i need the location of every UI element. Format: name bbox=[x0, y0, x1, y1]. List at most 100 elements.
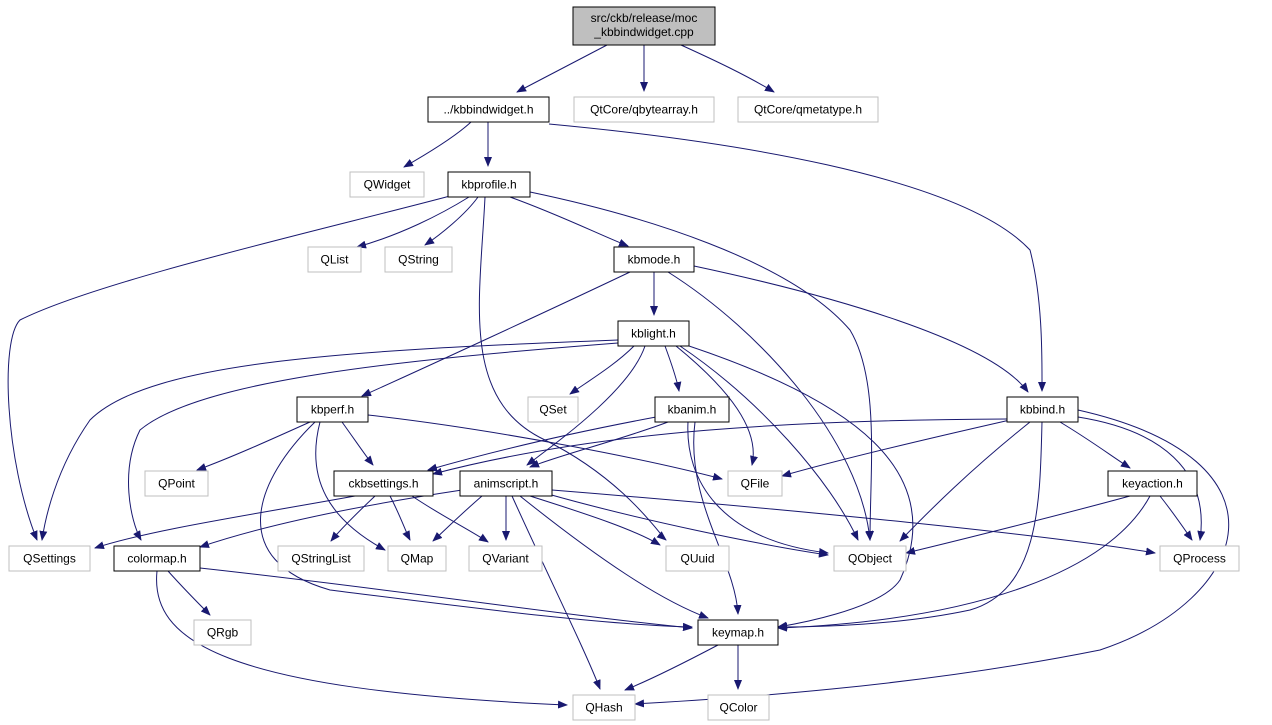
node-box-qvariant bbox=[468, 545, 543, 572]
edge-kbanim-to-animscript bbox=[529, 421, 669, 468]
node-label-qpoint: QPoint bbox=[158, 477, 195, 491]
node-box-root bbox=[572, 6, 716, 46]
edge-kbmode-to-kbbind bbox=[693, 265, 1029, 393]
edge-ckbsettings-to-qvariant bbox=[411, 495, 489, 543]
node-box-kbprofile bbox=[447, 171, 531, 198]
edge-kbperf-to-qfile bbox=[367, 414, 723, 481]
edge-animscript-to-qprocess bbox=[551, 489, 1156, 556]
edge-kblight-to-qsettings bbox=[39, 339, 619, 541]
edge-animscript-to-colormap bbox=[199, 489, 463, 548]
edges-layer bbox=[7, 44, 1229, 709]
edge-keyaction-to-qobject bbox=[905, 495, 1131, 555]
edge-colormap-to-qhash bbox=[156, 570, 568, 709]
edge-animscript-to-keymap bbox=[519, 495, 709, 619]
edge-colormap-to-qrgb bbox=[167, 570, 211, 616]
edge-kbbind-to-qprocess bbox=[1077, 416, 1206, 541]
node-label-qsettings: QSettings bbox=[23, 552, 76, 566]
edge-ckbsettings-to-qsettings bbox=[94, 495, 356, 550]
node-kbprofile[interactable]: kbprofile.h bbox=[447, 171, 531, 198]
node-label-root-line-1: src/ckb/release/moc bbox=[591, 11, 698, 25]
node-label-qmap: QMap bbox=[401, 552, 434, 566]
node-qcolor: QColor bbox=[707, 694, 770, 721]
node-box-animscript bbox=[459, 470, 553, 497]
edge-kblight-to-keymap bbox=[688, 345, 914, 630]
edge-animscript-to-qmap bbox=[432, 495, 483, 542]
edge-kbprofile-to-qlist bbox=[356, 196, 470, 249]
node-box-kblight bbox=[617, 320, 690, 347]
edge-kbperf-to-qmap bbox=[315, 421, 386, 551]
node-label-qrgb: QRgb bbox=[207, 626, 239, 640]
node-label-qwidget: QWidget bbox=[364, 178, 411, 192]
node-qmap: QMap bbox=[387, 545, 447, 572]
node-qvariant: QVariant bbox=[468, 545, 543, 572]
edge-kbanim-to-keymap bbox=[693, 421, 742, 615]
node-label-animscript: animscript.h bbox=[474, 477, 539, 491]
node-keyaction[interactable]: keyaction.h bbox=[1107, 470, 1198, 497]
node-qhash: QHash bbox=[572, 694, 636, 721]
node-box-qhash bbox=[572, 694, 636, 721]
node-box-qset bbox=[527, 396, 579, 423]
edge-animscript-to-qhash bbox=[511, 495, 601, 690]
edge-root-to-qmetatype bbox=[680, 44, 775, 93]
node-kbbindwidget[interactable]: ../kbbindwidget.h bbox=[427, 96, 550, 123]
node-label-ckbsettings: ckbsettings.h bbox=[348, 477, 418, 491]
edge-kbbind-to-qfile bbox=[781, 419, 1011, 478]
node-box-qsettings bbox=[8, 545, 91, 572]
edge-keyaction-to-keymap bbox=[777, 495, 1151, 632]
node-qstringlist: QStringList bbox=[277, 545, 365, 572]
edge-kbbindwidget-to-kbbind bbox=[548, 123, 1047, 392]
node-box-ckbsettings bbox=[333, 470, 434, 497]
edge-kbperf-to-ckbsettings bbox=[341, 421, 374, 466]
node-ckbsettings[interactable]: ckbsettings.h bbox=[333, 470, 434, 497]
node-kbanim[interactable]: kbanim.h bbox=[654, 396, 730, 423]
node-label-qlist: QList bbox=[320, 253, 349, 267]
node-qprocess: QProcess bbox=[1159, 545, 1240, 572]
edge-kbmode-to-kbperf bbox=[361, 271, 631, 397]
node-label-qstring: QString bbox=[398, 253, 439, 267]
node-animscript[interactable]: animscript.h bbox=[459, 470, 553, 497]
node-label-qstringlist: QStringList bbox=[291, 552, 351, 566]
node-label-qcolor: QColor bbox=[719, 701, 757, 715]
node-label-kbmode: kbmode.h bbox=[628, 253, 681, 267]
edge-kbprofile-to-qstring bbox=[424, 196, 479, 246]
node-label-kbbind: kbbind.h bbox=[1020, 403, 1065, 417]
node-kbperf[interactable]: kbperf.h bbox=[296, 396, 369, 423]
node-qwidget: QWidget bbox=[349, 171, 425, 198]
node-label-qhash: QHash bbox=[585, 701, 622, 715]
node-qset: QSet bbox=[527, 396, 579, 423]
edge-kblight-to-kbanim bbox=[664, 345, 682, 392]
node-qpoint: QPoint bbox=[144, 470, 209, 497]
node-keymap[interactable]: keymap.h bbox=[697, 619, 779, 646]
edge-kblight-to-qobject bbox=[679, 345, 859, 541]
node-qobject: QObject bbox=[833, 545, 907, 572]
edge-kblight-to-colormap bbox=[128, 342, 619, 541]
node-label-keyaction: keyaction.h bbox=[1122, 477, 1183, 491]
node-qfile: QFile bbox=[727, 470, 783, 497]
node-box-qprocess bbox=[1159, 545, 1240, 572]
node-box-colormap bbox=[113, 545, 201, 572]
node-label-keymap: keymap.h bbox=[712, 626, 764, 640]
node-label-qprocess: QProcess bbox=[1173, 552, 1226, 566]
node-box-qfile bbox=[727, 470, 783, 497]
node-label-root-line-2: _kbbindwidget.cpp bbox=[593, 25, 694, 39]
node-box-qobject bbox=[833, 545, 907, 572]
node-label-colormap: colormap.h bbox=[127, 552, 186, 566]
node-box-keymap bbox=[697, 619, 779, 646]
edge-kblight-to-animscript bbox=[526, 345, 646, 466]
edge-ckbsettings-to-qmap bbox=[389, 495, 411, 541]
node-box-kbperf bbox=[296, 396, 369, 423]
node-box-qcolor bbox=[707, 694, 770, 721]
edge-ckbsettings-to-qstringlist bbox=[330, 495, 376, 542]
node-box-qwidget bbox=[349, 171, 425, 198]
node-qlist: QList bbox=[307, 246, 362, 273]
node-kbbind[interactable]: kbbind.h bbox=[1006, 396, 1079, 423]
node-kbmode[interactable]: kbmode.h bbox=[613, 246, 695, 273]
edge-animscript-to-qobject bbox=[547, 493, 829, 558]
edge-keymap-to-qhash bbox=[624, 644, 719, 691]
node-box-kbanim bbox=[654, 396, 730, 423]
node-kblight[interactable]: kblight.h bbox=[617, 320, 690, 347]
node-colormap[interactable]: colormap.h bbox=[113, 545, 201, 572]
edge-kbprofile-to-qobject bbox=[529, 191, 875, 541]
edge-kbperf-to-qpoint bbox=[196, 421, 311, 471]
